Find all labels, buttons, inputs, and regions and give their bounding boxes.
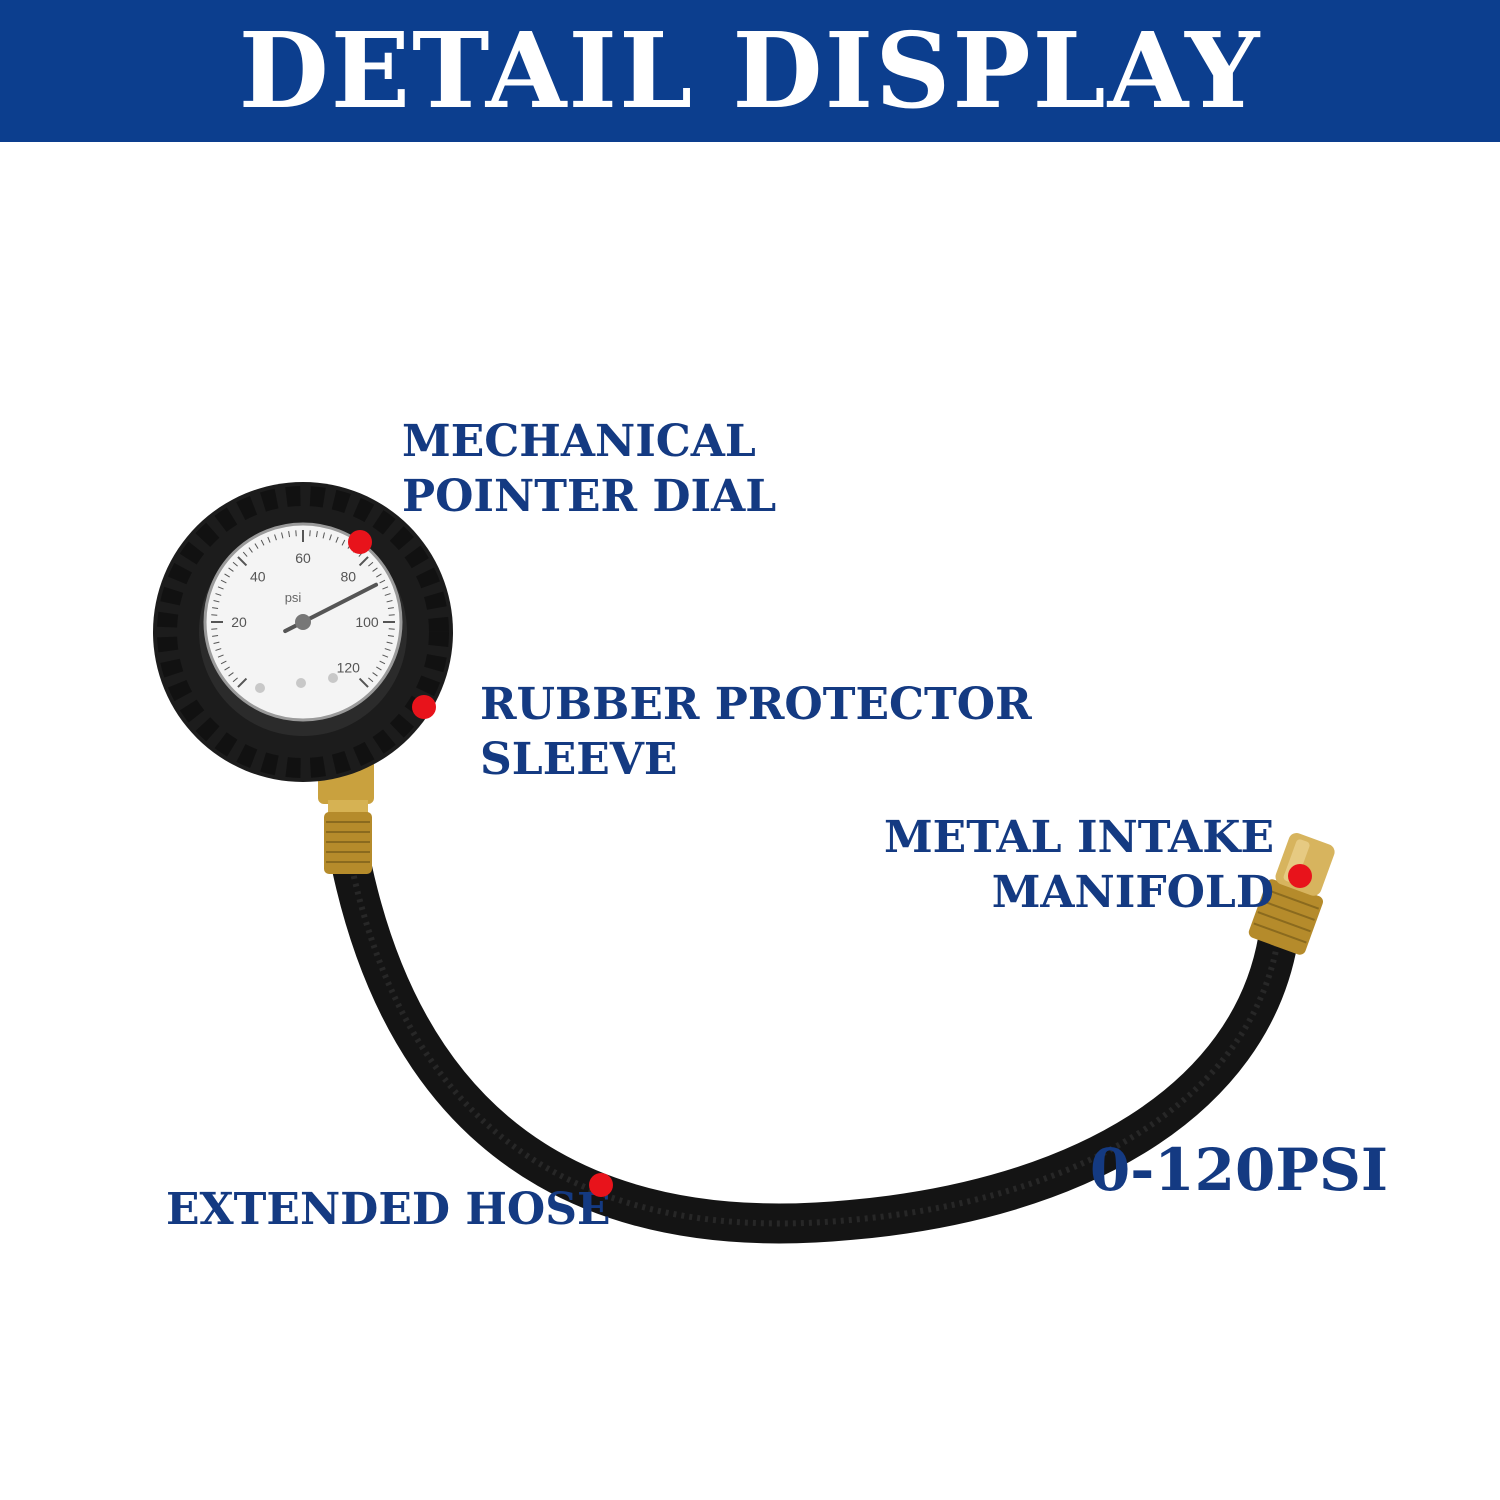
gauge-tick: [288, 531, 291, 538]
gauge-brass-fitting: [318, 752, 374, 874]
gauge-tick: [242, 551, 248, 557]
marker-dot-sleeve: [412, 695, 436, 719]
gauge-tick: [237, 556, 248, 567]
callout-intake-line1: METAL INTAKE: [883, 812, 1274, 863]
gauge-tick: [322, 532, 325, 539]
gauge-tick: [260, 539, 265, 546]
callout-intake-line2: MANIFOLD: [991, 867, 1274, 918]
gauge-tick: [232, 561, 238, 567]
gauge-dial-face: 20 40 60 80 100 120 psi: [203, 522, 403, 722]
callout-sleeve-line2: SLEEVE: [480, 734, 678, 785]
gauge-tick: [376, 573, 382, 578]
callout-hose-line1: EXTENDED HOSE: [166, 1184, 611, 1235]
gauge-tick: [220, 660, 227, 665]
gauge-tick: [382, 654, 389, 658]
callout-extended-hose: EXTENDED HOSE: [166, 1182, 611, 1237]
gauge-tick: [212, 634, 219, 637]
gauge-tick-label: 20: [231, 614, 247, 630]
gauge-tick: [358, 556, 369, 567]
marker-dot-intake: [1288, 864, 1312, 888]
gauge-unit-label: psi: [285, 590, 302, 605]
gauge-tick-label: 40: [250, 569, 266, 585]
callout-rubber-protector-sleeve: RUBBER PROTECTOR SLEEVE: [480, 677, 1032, 787]
gauge-tick: [237, 677, 248, 688]
gauge-tick: [368, 561, 374, 567]
gauge-tick: [217, 654, 224, 658]
gauge-tick: [384, 593, 391, 596]
callout-mechanical-pointer-dial: MECHANICAL POINTER DIAL: [402, 414, 776, 524]
gauge-tick: [335, 536, 339, 543]
gauge-tick: [267, 536, 271, 543]
gauge-tick: [212, 607, 219, 610]
callout-sleeve-line1: RUBBER PROTECTOR: [480, 679, 1032, 730]
header-banner: DETAIL DISPLAY: [0, 0, 1500, 142]
gauge-tick: [274, 534, 277, 541]
gauge-tick: [224, 666, 230, 671]
gauge-tick: [232, 677, 238, 683]
pressure-range-label: 0-120PSI: [1089, 1136, 1388, 1204]
gauge-tick: [341, 539, 346, 546]
gauge-tick: [254, 543, 259, 549]
gauge-tick: [386, 600, 393, 603]
gauge-tick: [220, 579, 227, 584]
marker-dot-dial: [348, 530, 372, 554]
gauge-tick: [329, 534, 332, 541]
gauge-tick: [224, 573, 230, 578]
gauge-tick-label: 120: [337, 659, 361, 675]
gauge-tick: [248, 547, 253, 553]
gauge-tick-label: 60: [295, 550, 311, 566]
gauge-tick: [228, 672, 234, 677]
gauge-tick: [386, 641, 393, 644]
gauge-tick: [382, 586, 389, 590]
callout-dial-line1: MECHANICAL: [402, 416, 756, 467]
gauge-tick: [372, 672, 378, 677]
callout-metal-intake-manifold: METAL INTAKE MANIFOLD: [884, 810, 1274, 920]
gauge-tick: [213, 641, 220, 644]
gauge-tick: [213, 600, 220, 603]
marker-dot-hose: [589, 1173, 613, 1197]
gauge-tick: [228, 567, 234, 572]
gauge-tick: [384, 648, 391, 651]
gauge-tick: [358, 677, 369, 688]
gauge-tick: [215, 593, 222, 596]
gauge-tick: [368, 677, 374, 683]
gauge-tick-label: 80: [340, 569, 356, 585]
gauge-tick: [281, 532, 284, 539]
banner-title: DETAIL DISPLAY: [238, 9, 1262, 132]
callout-dial-line2: POINTER DIAL: [402, 471, 777, 522]
gauge-tick: [215, 648, 222, 651]
gauge-tick-label: 100: [355, 614, 379, 630]
gauge-tick: [372, 567, 378, 572]
gauge-tick: [315, 531, 318, 538]
gauge-tick: [379, 660, 386, 665]
gauge-tick: [217, 586, 224, 590]
gauge-tick: [387, 607, 394, 610]
gauge-tick: [379, 579, 386, 584]
gauge-tick: [376, 666, 382, 671]
gauge-tick: [387, 634, 394, 637]
needle-hub: [295, 614, 311, 630]
